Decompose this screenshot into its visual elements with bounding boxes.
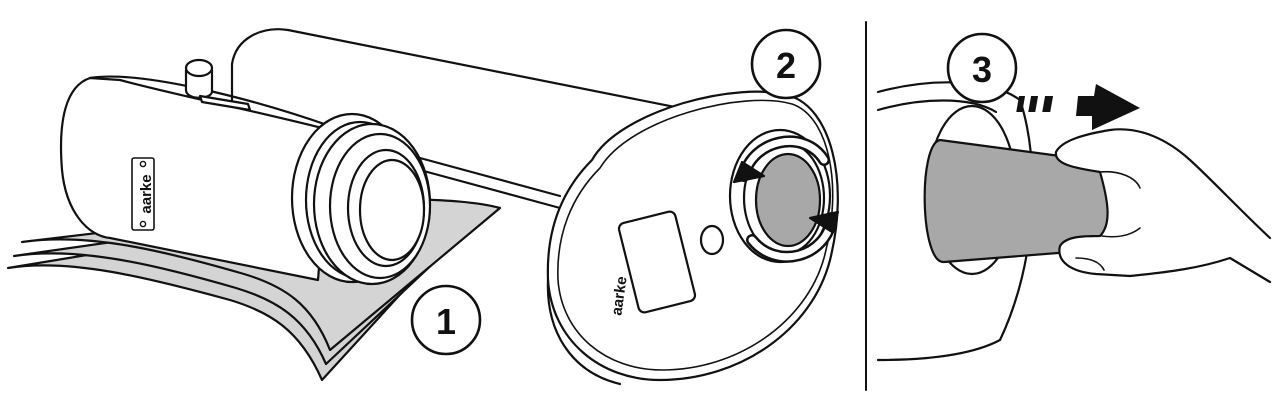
filter-rim: [290, 112, 432, 286]
step-badge-3: [946, 32, 1018, 104]
rotation-arrows-icon: [732, 135, 840, 263]
filter-brand-label: [131, 157, 155, 231]
rotating-knob: [728, 128, 832, 264]
step-number-2: 2: [776, 45, 796, 86]
device-display: [617, 210, 697, 314]
step-number-1: 1: [436, 301, 456, 342]
hand: [1054, 128, 1272, 284]
filter-brand-text: aarke: [138, 174, 155, 213]
cylinder-pin: [184, 58, 252, 112]
step-badge-1: [410, 284, 482, 356]
rear-tube: [230, 28, 702, 210]
step-badge-2: [750, 28, 822, 100]
step-number-3: 3: [972, 49, 992, 90]
device-brand-text: aarke: [608, 275, 630, 316]
device-button: [699, 224, 725, 256]
pull-arrow-icon: [1016, 84, 1140, 130]
